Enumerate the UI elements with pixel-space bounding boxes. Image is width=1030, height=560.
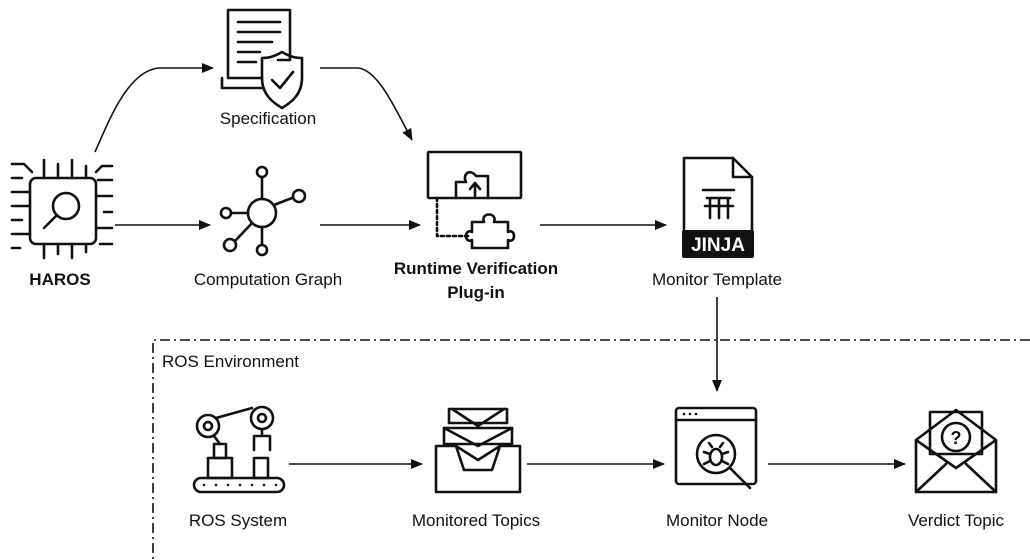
document-shield-check-icon [220, 8, 304, 110]
ros-system-label: ROS System [189, 511, 287, 530]
mail-tray-icon [434, 407, 522, 494]
ros-environment-label: ROS Environment [162, 352, 299, 371]
rv-plugin-label-line1: Runtime Verification [394, 259, 558, 278]
monitor-template-label: Monitor Template [652, 270, 782, 289]
svg-text:?: ? [951, 428, 962, 448]
computation-graph-label: Computation Graph [194, 270, 342, 289]
haros-label: HAROS [29, 270, 90, 289]
ros-environment-group: ROS Environment [152, 339, 1030, 560]
envelope-question-icon: ? [914, 408, 998, 494]
circuit-chip-magnifier-icon [10, 158, 114, 260]
edge-haros-to-specification [94, 63, 214, 153]
monitored-topics-label: Monitored Topics [412, 511, 540, 530]
robot-arm-conveyor-icon [192, 405, 286, 494]
specification-label: Specification [220, 109, 316, 128]
rv-plugin-label-line2: Plug-in [447, 283, 505, 302]
verdict-topic-label: Verdict Topic [908, 511, 1005, 530]
jinja-file-icon: JINJA [682, 156, 754, 258]
jinja-badge-text: JINJA [691, 235, 745, 256]
monitor-node-label: Monitor Node [666, 511, 768, 530]
puzzle-plugin-icon [426, 150, 523, 250]
browser-bug-magnifier-icon [674, 406, 758, 490]
edge-specification-to-plugin [320, 67, 413, 141]
edges [94, 63, 906, 469]
graph-hub-icon [219, 165, 307, 257]
